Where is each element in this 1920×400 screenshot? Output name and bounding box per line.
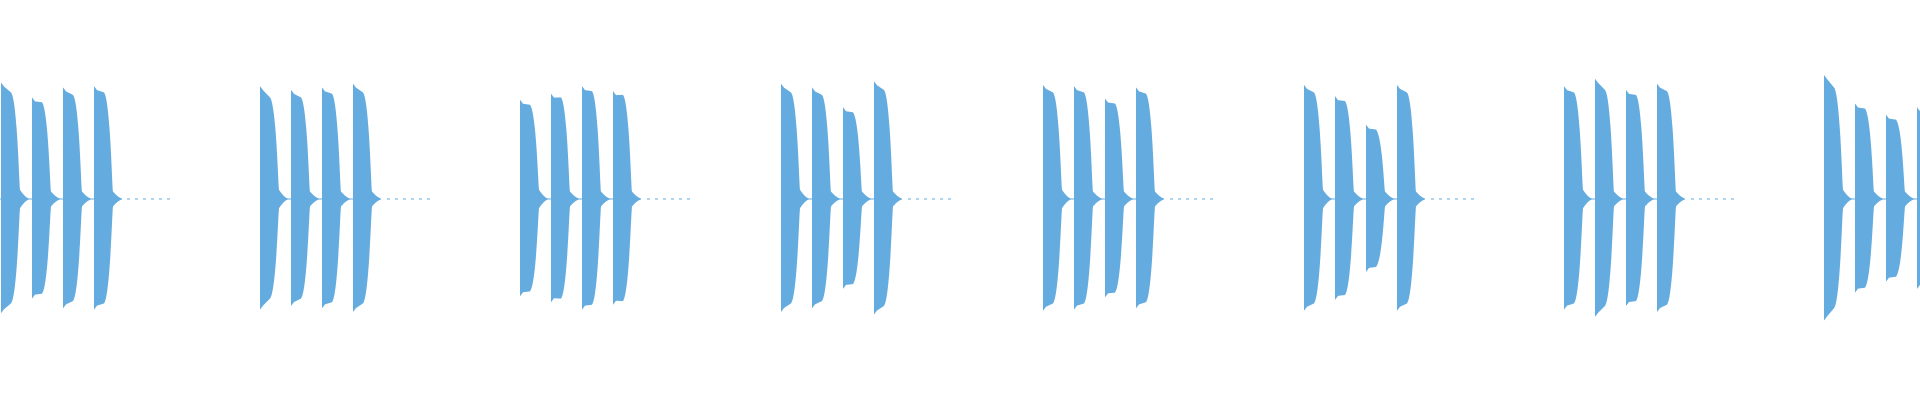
- waveform-noise-dot: [1202, 198, 1205, 200]
- waveform-noise-dot: [916, 198, 919, 200]
- waveform-burst-group: [1564, 78, 1734, 317]
- waveform-noise-dot: [1210, 198, 1213, 200]
- waveform-burst: [1335, 96, 1363, 300]
- waveform-noise-dot: [427, 198, 430, 200]
- waveform-burst: [1304, 84, 1332, 311]
- waveform-burst-group: [1824, 75, 1920, 321]
- waveform-burst: [551, 93, 579, 303]
- waveform-burst: [1886, 114, 1914, 282]
- waveform-burst: [1855, 103, 1883, 293]
- waveform-noise-dot: [1439, 198, 1442, 200]
- waveform-burst: [1564, 86, 1592, 310]
- waveform-burst: [291, 89, 319, 306]
- waveform-noise-dot: [1707, 198, 1710, 200]
- waveform-burst: [874, 81, 902, 315]
- waveform-noise-dot: [1699, 198, 1702, 200]
- waveform-burst: [520, 99, 548, 297]
- waveform-burst: [1824, 75, 1852, 321]
- waveform-noise-dot: [1715, 198, 1718, 200]
- waveform-noise-dot: [1691, 198, 1694, 200]
- waveform-noise-dot: [159, 198, 162, 200]
- waveform-burst: [353, 83, 381, 313]
- waveform-noise-dot: [1431, 198, 1434, 200]
- waveform-noise-dot: [1455, 198, 1458, 200]
- waveform-noise-dot: [387, 198, 390, 200]
- waveform-noise-dot: [167, 198, 170, 200]
- waveform-burst: [260, 86, 288, 310]
- waveform-noise-dot: [924, 198, 927, 200]
- waveform-noise-dot: [932, 198, 935, 200]
- waveform-noise-dot: [127, 198, 130, 200]
- waveform-noise-dot: [1178, 198, 1181, 200]
- waveform-noise-dot: [135, 198, 138, 200]
- waveform-burst: [1105, 98, 1133, 298]
- waveform-burst: [1136, 87, 1164, 309]
- waveform-noise-dot: [908, 198, 911, 200]
- waveform-noise-dot: [655, 198, 658, 200]
- waveform-noise-dot: [411, 198, 414, 200]
- waveform-noise-dot: [1170, 198, 1173, 200]
- waveform-noise-dot: [671, 198, 674, 200]
- waveform-burst: [63, 87, 91, 309]
- waveform-burst: [1074, 86, 1102, 310]
- waveform-burst-group: [520, 86, 690, 310]
- waveform-burst: [32, 97, 60, 299]
- waveform-burst: [1657, 83, 1685, 313]
- waveform-burst: [1, 82, 29, 314]
- waveform-noise-dot: [940, 198, 943, 200]
- waveform-burst-group: [0, 82, 170, 314]
- waveform-noise-dot: [1194, 198, 1197, 200]
- waveform-noise-dot: [1471, 198, 1474, 200]
- waveform-burst: [1917, 107, 1920, 289]
- waveform-noise-dot: [395, 198, 398, 200]
- waveform-burst: [812, 87, 840, 309]
- waveform-noise-dot: [151, 198, 154, 200]
- waveform-burst: [582, 86, 610, 310]
- waveform-noise-dot: [679, 198, 682, 200]
- waveform-burst: [1595, 78, 1623, 317]
- waveform-burst: [613, 91, 641, 305]
- waveform-burst-group: [1043, 84, 1213, 311]
- waveform-burst: [1366, 124, 1394, 272]
- waveform-noise-dot: [403, 198, 406, 200]
- waveform-noise-dot: [1447, 198, 1450, 200]
- waveform-burst-group: [1304, 84, 1474, 311]
- waveform-noise-dot: [419, 198, 422, 200]
- waveform-noise-dot: [663, 198, 666, 200]
- waveform-noise-dot: [1463, 198, 1466, 200]
- waveform-burst: [322, 87, 350, 309]
- waveform-layer: [0, 75, 1920, 321]
- waveform-noise-dot: [1186, 198, 1189, 200]
- waveform-burst: [843, 107, 871, 289]
- waveform-burst-group: [260, 83, 430, 313]
- waveform-burst: [1043, 84, 1071, 311]
- waveform-burst: [781, 83, 809, 313]
- waveform-noise-dot: [647, 198, 650, 200]
- waveform-noise-dot: [1731, 198, 1734, 200]
- waveform-burst-group: [781, 81, 951, 315]
- waveform-noise-dot: [1723, 198, 1726, 200]
- waveform-burst: [94, 86, 122, 310]
- waveform-noise-dot: [948, 198, 951, 200]
- waveform-burst: [1626, 89, 1654, 306]
- waveform-burst: [1397, 84, 1425, 311]
- waveform-noise-dot: [143, 198, 146, 200]
- waveform-noise-dot: [687, 198, 690, 200]
